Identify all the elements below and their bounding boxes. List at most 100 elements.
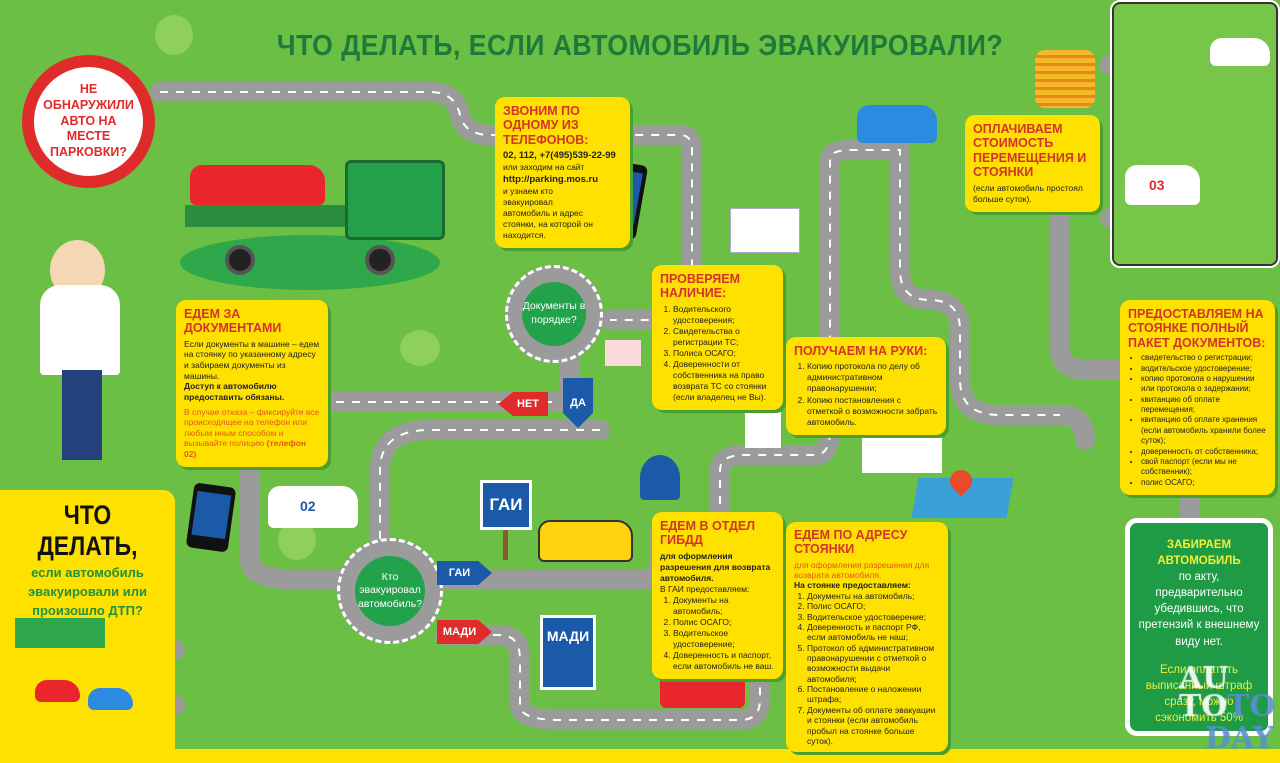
arrow-yes-label: ДА bbox=[570, 397, 586, 409]
madi-sign-text: МАДИ bbox=[546, 628, 590, 644]
ambulance-icon: 03 bbox=[1125, 165, 1200, 205]
bottom-stripe bbox=[0, 749, 1280, 763]
list-item: доверенность от собственника; bbox=[1141, 447, 1267, 457]
list-item: свой паспорт (если мы не собственник); bbox=[1141, 457, 1267, 478]
gibdd-box: ЕДЕМ В ОТДЕЛ ГИБДД для оформления разреш… bbox=[652, 512, 783, 680]
tow-truck-icon bbox=[185, 205, 355, 227]
taxi-icon bbox=[538, 520, 633, 562]
card-icon bbox=[605, 340, 641, 366]
phone-numbers: 02, 112, +7(495)539-22-99 bbox=[503, 150, 616, 162]
police-badge: 02 bbox=[300, 498, 316, 514]
arrow-madi-label: МАДИ bbox=[442, 626, 477, 638]
docs-access-text: Доступ к автомобилю предоставить обязаны… bbox=[184, 381, 285, 402]
list-item: Постановление о наложении штрафа; bbox=[807, 684, 940, 705]
madi-sign: МАДИ bbox=[540, 615, 596, 690]
address-heading: ЕДЕМ ПО АДРЕСУ СТОЯНКИ bbox=[794, 528, 908, 557]
list-item: Документы об оплате эвакуации и стоянки … bbox=[807, 705, 940, 746]
red-car-icon bbox=[35, 680, 80, 702]
sign-post bbox=[503, 530, 508, 560]
document-icon bbox=[730, 208, 800, 253]
pay-text: (если автомобиль простоял больше суток). bbox=[973, 182, 1083, 204]
parking-address-box: ЕДЕМ ПО АДРЕСУ СТОЯНКИ для оформления ра… bbox=[786, 522, 948, 753]
list-item: Доверенность и паспорт, если автомобиль … bbox=[673, 650, 775, 672]
decision-who-towed: Кто эвакуировал автомобиль? bbox=[337, 538, 443, 644]
list-item: Водительское удостоверение; bbox=[673, 628, 775, 650]
list-item: квитанцию об оплате перемещения; bbox=[1141, 395, 1267, 416]
man-shirt-icon bbox=[40, 285, 120, 375]
pick-up-car-box: ЗАБИРАЕМ АВТОМОБИЛЬ по акту, предварител… bbox=[1125, 518, 1273, 736]
address-sub: для оформления разрешения для возврата а… bbox=[794, 559, 930, 581]
list-item: Доверенность и паспорт РФ, если автомоби… bbox=[807, 622, 940, 643]
list-item: квитанцию об оплате хранения (если автом… bbox=[1141, 415, 1267, 446]
final-tip: Если оплатить выписанный штраф сразу, мо… bbox=[1145, 663, 1253, 724]
refusal-phone: (телефон 02) bbox=[184, 438, 307, 459]
speech-bubble: НЕ ОБНАРУЖИЛИ АВТО НА МЕСТЕ ПАРКОВКИ? bbox=[22, 55, 155, 188]
list-item: свидетельство о регистрации; bbox=[1141, 353, 1267, 363]
list-item: Документы на автомобиль; bbox=[807, 591, 940, 601]
call-text: и узнаем кто эвакуировал автомобиль и ад… bbox=[503, 185, 593, 241]
parking-site-link[interactable]: http://parking.mos.ru bbox=[503, 173, 598, 185]
list-item: Водительское удостоверение; bbox=[807, 612, 940, 622]
ambulance-badge: 03 bbox=[1149, 177, 1165, 193]
left-panel-subtitle: если автомобиль эвакуировали или произош… bbox=[28, 565, 147, 618]
call-heading: ЗВОНИМ ПО ОДНОМУ ИЗ ТЕЛЕФОНОВ: bbox=[503, 104, 589, 147]
bubble-text: НЕ ОБНАРУЖИЛИ АВТО НА МЕСТЕ ПАРКОВКИ? bbox=[43, 82, 134, 159]
arrow-no-label: НЕТ bbox=[517, 398, 539, 410]
call-info-box: ЗВОНИМ ПО ОДНОМУ ИЗ ТЕЛЕФОНОВ: 02, 112, … bbox=[495, 97, 630, 249]
police-car-icon: 02 bbox=[268, 486, 358, 528]
gai-sign-text: ГАИ bbox=[489, 495, 523, 514]
address-intro: На стоянке предоставляем: bbox=[794, 580, 911, 591]
or-site-text: или заходим на сайт bbox=[503, 162, 585, 173]
list-item: Полис ОСАГО; bbox=[673, 617, 775, 628]
tree-icon bbox=[155, 15, 193, 55]
receive-heading: ПОЛУЧАЕМ НА РУКИ: bbox=[794, 344, 928, 358]
decision-who-text: Кто эвакуировал автомобиль? bbox=[355, 556, 425, 626]
decision-docs-text: Документы в порядке? bbox=[521, 281, 587, 347]
document-icon bbox=[745, 408, 781, 448]
gai-sign: ГАИ bbox=[480, 480, 532, 530]
check-documents-box: ПРОВЕРЯЕМ НАЛИЧИЕ: Водительского удостов… bbox=[652, 265, 783, 411]
page-title: ЧТО ДЕЛАТЬ, ЕСЛИ АВТОМОБИЛЬ ЭВАКУИРОВАЛИ… bbox=[276, 30, 1004, 62]
list-item: Доверенности от собственника на право во… bbox=[673, 359, 775, 403]
list-item: копию протокола о нарушении или протокол… bbox=[1141, 374, 1267, 395]
receive-documents-box: ПОЛУЧАЕМ НА РУКИ: Копию протокола по дел… bbox=[786, 337, 946, 435]
list-item: полис ОСАГО; bbox=[1141, 478, 1267, 488]
phone-icon bbox=[185, 482, 237, 553]
tow-truck-cab-icon bbox=[345, 160, 445, 240]
check-heading: ПРОВЕРЯЕМ НАЛИЧИЕ: bbox=[660, 272, 741, 301]
list-item: Полиса ОСАГО; bbox=[673, 348, 775, 359]
siren-icon bbox=[640, 455, 680, 500]
list-item: Полис ОСАГО; bbox=[807, 601, 940, 611]
list-item: Протокол об административном правонаруше… bbox=[807, 643, 940, 684]
docs-text: Если документы в машине – едем на стоянк… bbox=[184, 338, 320, 381]
final-text: по акту, предварительно убедившись, что … bbox=[1138, 571, 1260, 648]
man-jeans-icon bbox=[62, 370, 102, 460]
arrow-gai-label: ГАИ bbox=[448, 567, 471, 579]
left-panel-title: ЧТО ДЕЛАТЬ, bbox=[37, 500, 138, 561]
list-item: Водительского удостоверения; bbox=[673, 304, 775, 326]
refusal-text: В случае отказа – фиксируйте все происхо… bbox=[184, 406, 320, 449]
final-heading: ЗАБИРАЕМ АВТОМОБИЛЬ bbox=[1157, 539, 1241, 568]
truck-shadow bbox=[180, 235, 440, 290]
documents-icon bbox=[862, 428, 942, 473]
provide-heading: ПРЕДОСТАВЛЯЕМ НА СТОЯНКЕ ПОЛНЫЙ ПАКЕТ ДО… bbox=[1128, 307, 1266, 350]
list-item: Копию протокола по делу об административ… bbox=[807, 361, 938, 394]
blue-car-icon bbox=[88, 688, 133, 710]
police-car-icon bbox=[1210, 38, 1270, 66]
red-car-icon bbox=[190, 165, 325, 205]
pay-heading: ОПЛАЧИВАЕМ СТОИМОСТЬ ПЕРЕМЕЩЕНИЯ И СТОЯН… bbox=[973, 122, 1087, 180]
coins-icon bbox=[1035, 50, 1095, 108]
list-item: Копию постановления с отметкой о возможн… bbox=[807, 395, 938, 428]
decision-documents-ok: Документы в порядке? bbox=[505, 265, 603, 363]
tow-truck-icon bbox=[15, 618, 105, 648]
provide-documents-box: ПРЕДОСТАВЛЯЕМ НА СТОЯНКЕ ПОЛНЫЙ ПАКЕТ ДО… bbox=[1120, 300, 1275, 496]
gibdd-intro: В ГАИ предоставляем: bbox=[660, 583, 750, 594]
docs-heading: ЕДЕМ ЗА ДОКУМЕНТАМИ bbox=[184, 307, 282, 336]
wheel-icon bbox=[365, 245, 395, 275]
list-item: водительское удостоверение; bbox=[1141, 364, 1267, 374]
gibdd-sub: для оформления разрешения для возврата а… bbox=[660, 550, 771, 583]
gibdd-heading: ЕДЕМ В ОТДЕЛ ГИБДД bbox=[660, 519, 756, 548]
tree-icon bbox=[400, 330, 440, 366]
wheel-icon bbox=[225, 245, 255, 275]
pay-box: ОПЛАЧИВАЕМ СТОИМОСТЬ ПЕРЕМЕЩЕНИЯ И СТОЯН… bbox=[965, 115, 1100, 212]
